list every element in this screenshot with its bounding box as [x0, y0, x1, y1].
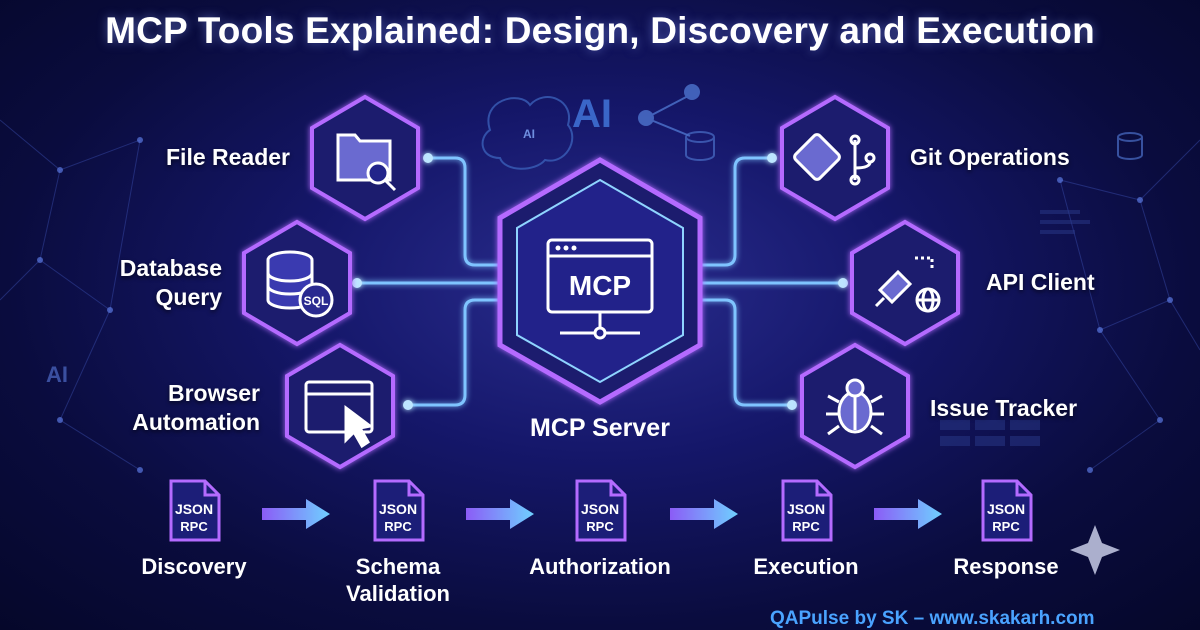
- doc-text-bottom: RPC: [992, 519, 1020, 534]
- label-line: Database: [119, 255, 222, 281]
- label-line: Git Operations: [910, 144, 1070, 170]
- plug-globe-icon: [874, 256, 941, 313]
- pipeline-step-line: Schema: [355, 554, 441, 579]
- footer-credit: QAPulse by SK – www.skakarh.com: [770, 608, 1095, 629]
- doc-text-top: JSON: [379, 501, 417, 517]
- json-rpc-doc-icon: JSON RPC: [367, 478, 429, 544]
- label-line: Query: [155, 284, 222, 310]
- browser-cursor-icon: [304, 380, 374, 449]
- label-api-client: API Client: [986, 268, 1186, 297]
- label-line: Issue Tracker: [930, 395, 1078, 421]
- label-line: Browser: [167, 380, 260, 406]
- pipeline-step-line: Execution: [753, 554, 859, 579]
- pipeline-step-line: Response: [953, 554, 1059, 579]
- json-rpc-doc-icon: JSON RPC: [975, 478, 1037, 544]
- json-rpc-doc-icon: JSON RPC: [569, 478, 631, 544]
- label-line: API Client: [986, 269, 1095, 295]
- pipeline-arrow-icon: [670, 497, 740, 531]
- label-git-operations: Git Operations: [910, 143, 1140, 172]
- share-graph-icon: [638, 84, 700, 137]
- label-database-query: Database Query: [22, 254, 222, 312]
- doc-text-bottom: RPC: [586, 519, 614, 534]
- pipeline-step-line: Authorization: [529, 554, 671, 579]
- pipeline-step-label: Discovery: [109, 553, 279, 580]
- doc-text-top: JSON: [175, 501, 213, 517]
- ai-background-text: AI: [572, 92, 612, 136]
- sparkle-icon: [1070, 525, 1120, 575]
- brain-icon: [481, 96, 574, 170]
- git-branch-icon: [793, 133, 876, 186]
- mcp-server-label: MCP Server: [530, 414, 670, 442]
- doc-text-bottom: RPC: [384, 519, 412, 534]
- brain-ai-text: AI: [523, 127, 535, 141]
- label-line: Automation: [132, 409, 260, 435]
- doc-text-top: JSON: [987, 501, 1025, 517]
- pipeline-arrow-icon: [466, 497, 536, 531]
- sql-icon-text: SQL: [304, 294, 329, 308]
- dashboard-decor: [940, 210, 1090, 446]
- pipeline-step-line: Discovery: [141, 554, 247, 579]
- folder-search-icon: [336, 133, 397, 192]
- label-file-reader: File Reader: [90, 143, 290, 172]
- doc-text-top: JSON: [787, 501, 825, 517]
- pipeline-step-line: Validation: [346, 581, 450, 606]
- bug-icon: [826, 378, 884, 436]
- pipeline-arrow-icon: [874, 497, 944, 531]
- ai-small-text: AI: [46, 362, 68, 387]
- doc-text-bottom: RPC: [180, 519, 208, 534]
- label-browser-automation: Browser Automation: [60, 379, 260, 437]
- json-rpc-doc-icon: JSON RPC: [775, 478, 837, 544]
- pipeline-arrow-icon: [262, 497, 332, 531]
- pipeline-step-label: Authorization: [515, 553, 685, 580]
- doc-text-top: JSON: [581, 501, 619, 517]
- mcp-server-node[interactable]: [497, 157, 703, 405]
- pipeline-step-label: Execution: [721, 553, 891, 580]
- doc-text-bottom: RPC: [792, 519, 820, 534]
- page-title: MCP Tools Explained: Design, Discovery a…: [105, 10, 1095, 51]
- database-decor-icon: [685, 131, 1143, 161]
- label-issue-tracker: Issue Tracker: [930, 394, 1150, 423]
- json-rpc-doc-icon: JSON RPC: [163, 478, 225, 544]
- label-line: File Reader: [166, 144, 290, 170]
- mcp-server-icon: [546, 238, 654, 340]
- pipeline-step-label: Response: [921, 553, 1091, 580]
- tool-node-browser-automation[interactable]: [285, 342, 395, 470]
- database-sql-icon: [266, 250, 334, 318]
- mcp-icon-text: MCP: [569, 270, 631, 301]
